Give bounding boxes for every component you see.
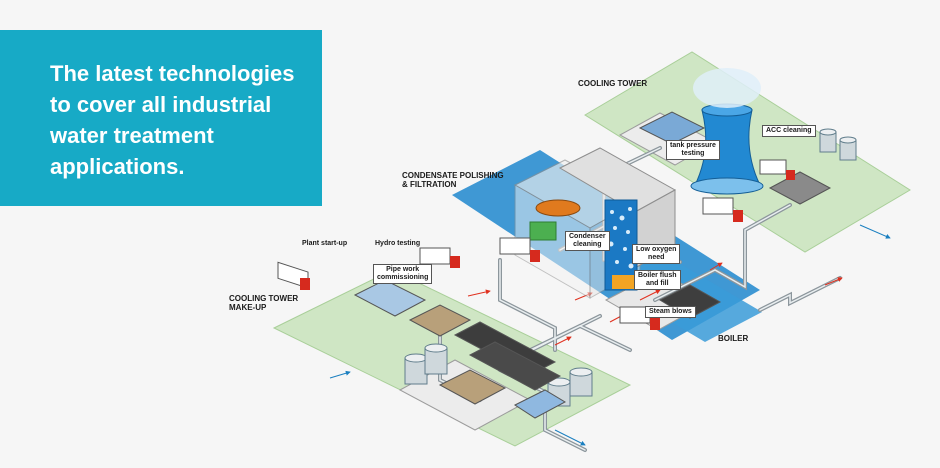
condensate-label-line2: & FILTRATION bbox=[402, 180, 457, 189]
blue-flow-arrows bbox=[329, 224, 891, 446]
makeup-label-line1: COOLING TOWER bbox=[229, 294, 299, 303]
condenser-callout: Condenser cleaning bbox=[565, 231, 610, 251]
hero-title-line: to cover all industrial bbox=[50, 92, 272, 117]
hero-title-line: applications. bbox=[50, 154, 185, 179]
truck-cooling-tower bbox=[702, 197, 743, 222]
condenser-line2: cleaning bbox=[573, 241, 602, 248]
low-oxygen-callout: Low oxygen need bbox=[632, 244, 681, 264]
hero-title: The latest technologies to cover all ind… bbox=[50, 58, 312, 182]
low-oxygen-line2: need bbox=[648, 254, 665, 261]
pipe-work-line2: commissioning bbox=[377, 274, 429, 281]
pipe-work-line1: Pipe work bbox=[386, 266, 420, 273]
boiler-flush-callout: Boiler flush and fill bbox=[634, 270, 681, 290]
cooling-tower-label: COOLING TOWER bbox=[578, 79, 648, 88]
steam-plume bbox=[693, 68, 761, 108]
condenser-line1: Condenser bbox=[569, 233, 606, 240]
truck-acc bbox=[759, 159, 795, 180]
steam-blows-callout: Steam blows bbox=[645, 306, 696, 318]
cooling-tower-basin bbox=[690, 177, 764, 195]
low-oxygen-line1: Low oxygen bbox=[636, 246, 677, 253]
hero-banner: The latest technologies to cover all ind… bbox=[0, 30, 322, 206]
condenser-unit bbox=[535, 199, 581, 217]
hero-title-line: The latest technologies bbox=[50, 61, 295, 86]
truck-condensate bbox=[499, 237, 540, 262]
boiler-flush-line1: Boiler flush bbox=[638, 272, 677, 279]
boiler-flush-line2: and fill bbox=[645, 280, 669, 287]
green-module bbox=[529, 221, 557, 241]
plant-startup-label: Plant start-up bbox=[302, 240, 348, 247]
makeup-label-line2: MAKE-UP bbox=[229, 303, 267, 312]
pipe-work-callout: Pipe work commissioning bbox=[373, 264, 433, 284]
hydro-testing-label: Hydro testing bbox=[375, 240, 421, 247]
tank-pressure-callout: tank pressure testing bbox=[666, 140, 720, 160]
tank-pressure-line2: testing bbox=[681, 150, 705, 157]
storage-tanks bbox=[404, 128, 857, 407]
acc-cleaning-callout: ACC cleaning bbox=[762, 125, 816, 137]
bubbles bbox=[608, 207, 634, 269]
boiler-fire bbox=[612, 275, 634, 289]
truck-plant-startup bbox=[277, 261, 310, 290]
condensate-label-line1: CONDENSATE POLISHING bbox=[402, 171, 504, 180]
boiler-label: BOILER bbox=[718, 334, 749, 343]
truck-hydro-testing bbox=[419, 247, 460, 268]
tank-pressure-line1: tank pressure bbox=[670, 142, 716, 149]
makeup-ground bbox=[272, 269, 632, 447]
machinery bbox=[353, 111, 832, 419]
hero-title-line: water treatment bbox=[50, 123, 214, 148]
